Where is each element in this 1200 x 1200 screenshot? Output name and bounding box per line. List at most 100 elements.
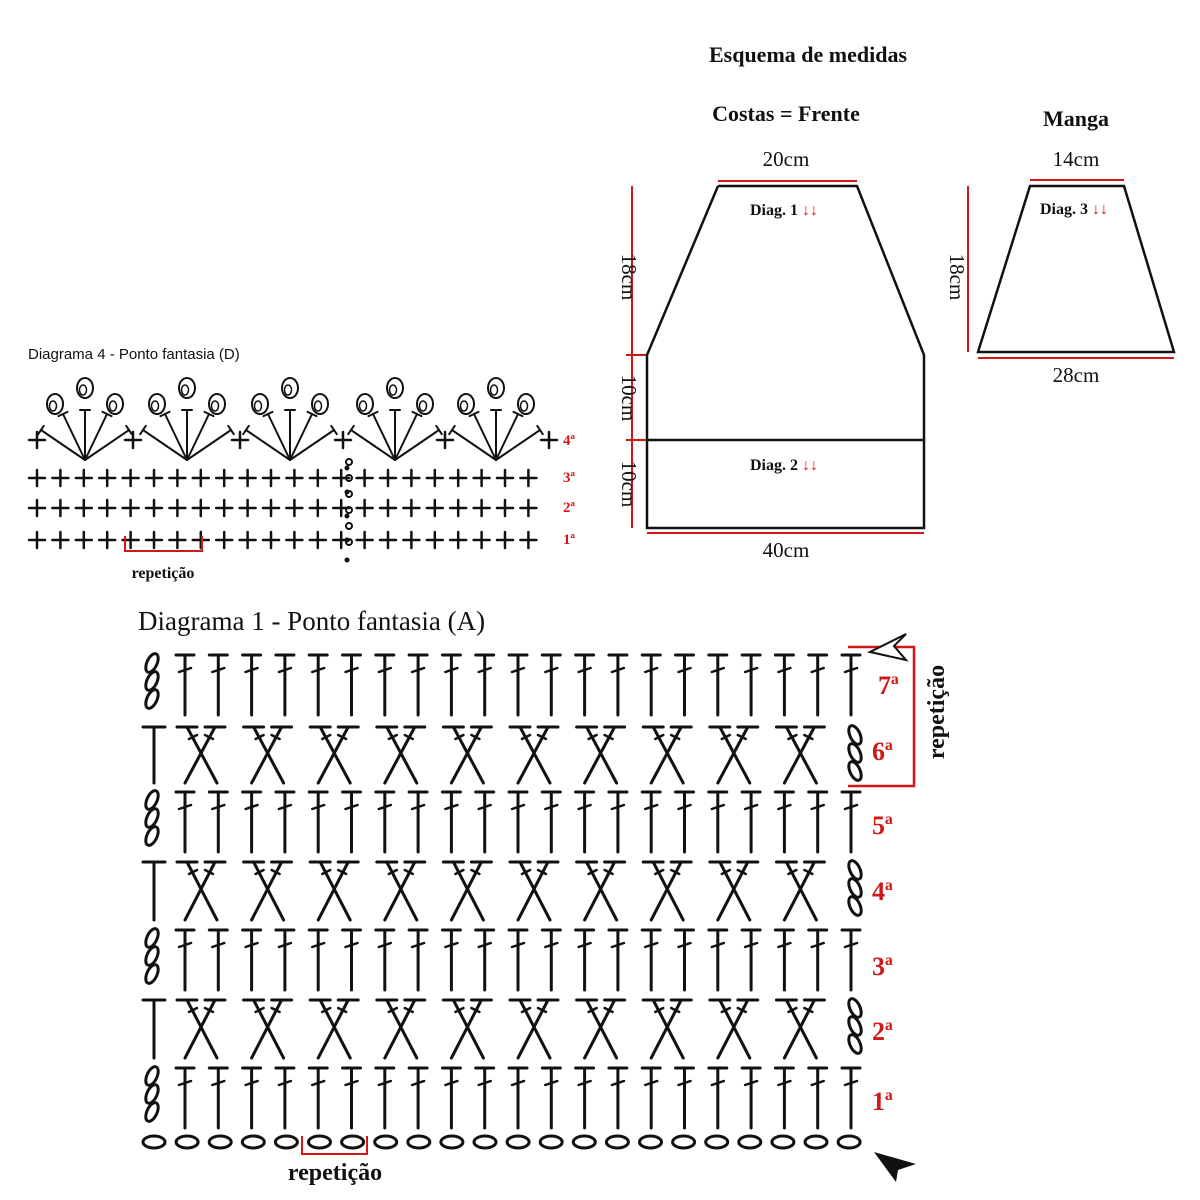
single-crochet-symbol (97, 498, 117, 518)
picot-symbol (78, 384, 88, 396)
chain-stitch-symbol (847, 724, 863, 746)
sleeve-top-width: 14cm (1053, 147, 1100, 171)
single-crochet-symbol (97, 530, 117, 550)
treble-crochet-symbol (241, 1066, 263, 1130)
body-bottom-width: 40cm (763, 538, 810, 562)
treble-crochet-symbol (607, 653, 629, 717)
single-crochet-symbol (230, 430, 250, 450)
chain-stitch-symbol (174, 1134, 200, 1150)
crossed-treble-symbol (308, 725, 360, 785)
single-crochet-symbol (238, 468, 257, 488)
treble-crochet-symbol (440, 790, 462, 854)
sleeve-title: Manga (1043, 106, 1109, 131)
treble-crochet-symbol (374, 928, 396, 992)
fan-shell-symbol (448, 377, 544, 461)
chain-stitch-symbol (847, 997, 863, 1019)
single-crochet-symbol (144, 498, 164, 518)
single-crochet-symbol (402, 530, 421, 550)
start-arrow-bottom (874, 1152, 916, 1182)
crossed-treble-symbol (175, 998, 227, 1060)
chain-stitch-symbol (144, 789, 160, 811)
picot-symbol (180, 384, 190, 396)
single-crochet-symbol (425, 498, 445, 518)
treble-crochet-symbol (773, 1066, 795, 1130)
treble-crochet-symbol (241, 653, 263, 717)
chain-stitch-symbol (505, 1134, 531, 1150)
single-crochet-symbol (472, 530, 491, 550)
foundation-chain (141, 1134, 862, 1150)
chain-stitch-symbol (240, 1134, 266, 1150)
chain-stitch-symbol (571, 1134, 597, 1150)
chain-stitch-symbol (847, 760, 863, 782)
picot-symbol (489, 384, 499, 396)
single-crochet-symbol (191, 530, 211, 550)
diagram-1-repeat-bracket (301, 1136, 368, 1155)
chain-stitch-symbol (770, 1134, 796, 1150)
treble-crochet-symbol (840, 928, 862, 992)
chain-stitch-symbol (373, 1134, 399, 1150)
treble-crochet-symbol (674, 790, 695, 854)
single-crochet-symbol (214, 468, 234, 488)
picot-symbol (418, 400, 428, 412)
body-lower-rect-height: 10cm (617, 461, 641, 508)
chain-stitch-symbol (847, 1033, 863, 1055)
treble-crochet-symbol (807, 790, 829, 854)
single-crochet-symbol (51, 498, 70, 518)
treble-crochet-symbol (374, 790, 396, 854)
sleeve-height: 18cm (945, 254, 969, 301)
chain-stitch-symbol (273, 1134, 299, 1150)
chain-stitch-symbol (836, 1134, 862, 1150)
chain-stitch-symbol (847, 742, 863, 764)
crossed-treble-symbol (774, 725, 826, 785)
crossed-treble-symbol (242, 860, 294, 922)
row-label: 7ª (878, 671, 899, 700)
treble-crochet-symbol (341, 790, 362, 854)
single-crochet-symbol (121, 498, 140, 518)
chain-stitch-symbol (345, 458, 353, 466)
row-label: 1ª (872, 1087, 893, 1116)
single-crochet-symbol (261, 530, 281, 550)
chain-stitch-symbol (340, 1134, 366, 1150)
treble-crochet-symbol (141, 998, 167, 1060)
picot-symbol (251, 393, 269, 415)
slip-stitch-symbol (344, 465, 350, 471)
crossed-treble-symbol (641, 725, 693, 785)
chain-stitch-symbol (345, 474, 353, 482)
crossed-treble-symbol (175, 860, 227, 922)
picot-symbol (416, 393, 434, 415)
single-crochet-symbol (285, 498, 304, 518)
crossed-treble-symbol (308, 998, 360, 1060)
treble-crochet-symbol (607, 790, 629, 854)
treble-crochet-symbol (407, 1066, 429, 1130)
single-crochet-symbol (448, 498, 468, 518)
single-crochet-symbol (51, 468, 70, 488)
single-crochet-symbol (402, 468, 421, 488)
row-label: 6ª (872, 737, 893, 766)
crossed-treble-symbol (708, 998, 760, 1060)
treble-crochet-symbol (540, 790, 562, 854)
single-crochet-row (27, 468, 538, 488)
single-crochet-symbol (121, 468, 140, 488)
single-crochet-symbol (402, 498, 421, 518)
row-direction-arrow-top (867, 633, 909, 662)
treble-crochet-symbol (274, 928, 296, 992)
picot-symbol (208, 393, 226, 415)
picot-symbol (108, 400, 118, 412)
crossed-treble-symbol (508, 998, 560, 1060)
single-crochet-symbol (425, 530, 445, 550)
fan-shell-symbol (139, 377, 235, 461)
treble-crochet-symbol (740, 1066, 762, 1130)
diagram-4-title: Diagrama 4 - Ponto fantasia (D) (28, 346, 240, 363)
treble-crochet-symbol (773, 790, 795, 854)
treble-crochet-symbol (174, 653, 196, 717)
turning-chain-column (344, 458, 353, 563)
crossed-treble-symbol (508, 860, 560, 922)
treble-crochet-symbol (640, 1066, 662, 1130)
treble-crochet-symbol (574, 790, 596, 854)
treble-crochet-symbol (474, 1066, 496, 1130)
single-crochet-symbol (308, 530, 328, 550)
sleeve-diag-arrows: ↓↓ (1092, 201, 1108, 218)
chain-stitch-symbol (144, 1083, 160, 1105)
crossed-treble-symbol (375, 860, 427, 922)
picot-symbol (311, 393, 329, 415)
